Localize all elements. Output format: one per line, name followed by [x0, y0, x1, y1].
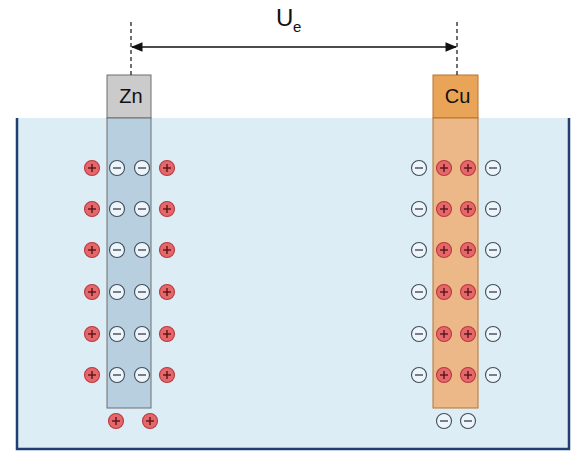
cation-symbol: [437, 243, 452, 258]
anion-symbol: [110, 368, 125, 383]
cation-symbol: [437, 327, 452, 342]
anion-symbol: [486, 285, 501, 300]
anion-symbol: [461, 414, 476, 429]
leader-line: [130, 22, 131, 75]
anion-symbol: [110, 327, 125, 342]
cation-symbol: [160, 368, 175, 383]
leader-line: [456, 22, 457, 75]
cation-symbol: [437, 202, 452, 217]
zinc-electrode-body: [107, 118, 151, 408]
cation-symbol: [461, 243, 476, 258]
cation-symbol: [85, 285, 100, 300]
cation-symbol: [160, 161, 175, 176]
copper-electrode-body: [433, 118, 478, 408]
anion-symbol: [135, 202, 150, 217]
cation-symbol: [437, 285, 452, 300]
cation-symbol: [461, 368, 476, 383]
electrode-label: Cu: [433, 85, 482, 108]
cation-symbol: [109, 414, 124, 429]
cation-symbol: [85, 243, 100, 258]
anion-symbol: [110, 202, 125, 217]
cation-symbol: [160, 285, 175, 300]
cation-symbol: [143, 414, 158, 429]
cation-symbol: [461, 161, 476, 176]
anion-symbol: [135, 285, 150, 300]
anion-symbol: [135, 327, 150, 342]
anion-symbol: [486, 202, 501, 217]
anion-symbol: [412, 368, 427, 383]
anion-symbol: [486, 243, 501, 258]
copper-electrode: Cu: [433, 75, 482, 118]
cation-symbol: [461, 202, 476, 217]
anion-symbol: [437, 414, 452, 429]
anion-symbol: [412, 327, 427, 342]
anion-symbol: [135, 243, 150, 258]
cation-symbol: [160, 327, 175, 342]
cation-symbol: [437, 368, 452, 383]
cation-symbol: [437, 161, 452, 176]
cation-symbol: [85, 161, 100, 176]
anion-symbol: [486, 327, 501, 342]
anion-symbol: [412, 202, 427, 217]
cation-symbol: [85, 202, 100, 217]
voltage-subscript: e: [293, 19, 301, 34]
anion-symbol: [110, 161, 125, 176]
anion-symbol: [412, 285, 427, 300]
electrode-label: Zn: [107, 85, 155, 108]
anion-symbol: [412, 243, 427, 258]
ion-layer: [85, 161, 501, 429]
anion-symbol: [486, 161, 501, 176]
cation-symbol: [160, 243, 175, 258]
voltage-symbol: U: [276, 6, 293, 30]
cation-symbol: [461, 285, 476, 300]
anion-symbol: [412, 161, 427, 176]
anion-symbol: [135, 368, 150, 383]
zinc-electrode: Zn: [107, 75, 155, 118]
voltage-dimension-arrow: [132, 46, 456, 47]
anion-symbol: [486, 368, 501, 383]
anion-symbol: [110, 285, 125, 300]
cation-symbol: [160, 202, 175, 217]
cation-symbol: [461, 327, 476, 342]
anion-symbol: [110, 243, 125, 258]
cation-symbol: [85, 327, 100, 342]
anion-symbol: [135, 161, 150, 176]
electrolyte: [17, 118, 569, 449]
beaker-outline: [17, 118, 569, 449]
cation-symbol: [85, 368, 100, 383]
